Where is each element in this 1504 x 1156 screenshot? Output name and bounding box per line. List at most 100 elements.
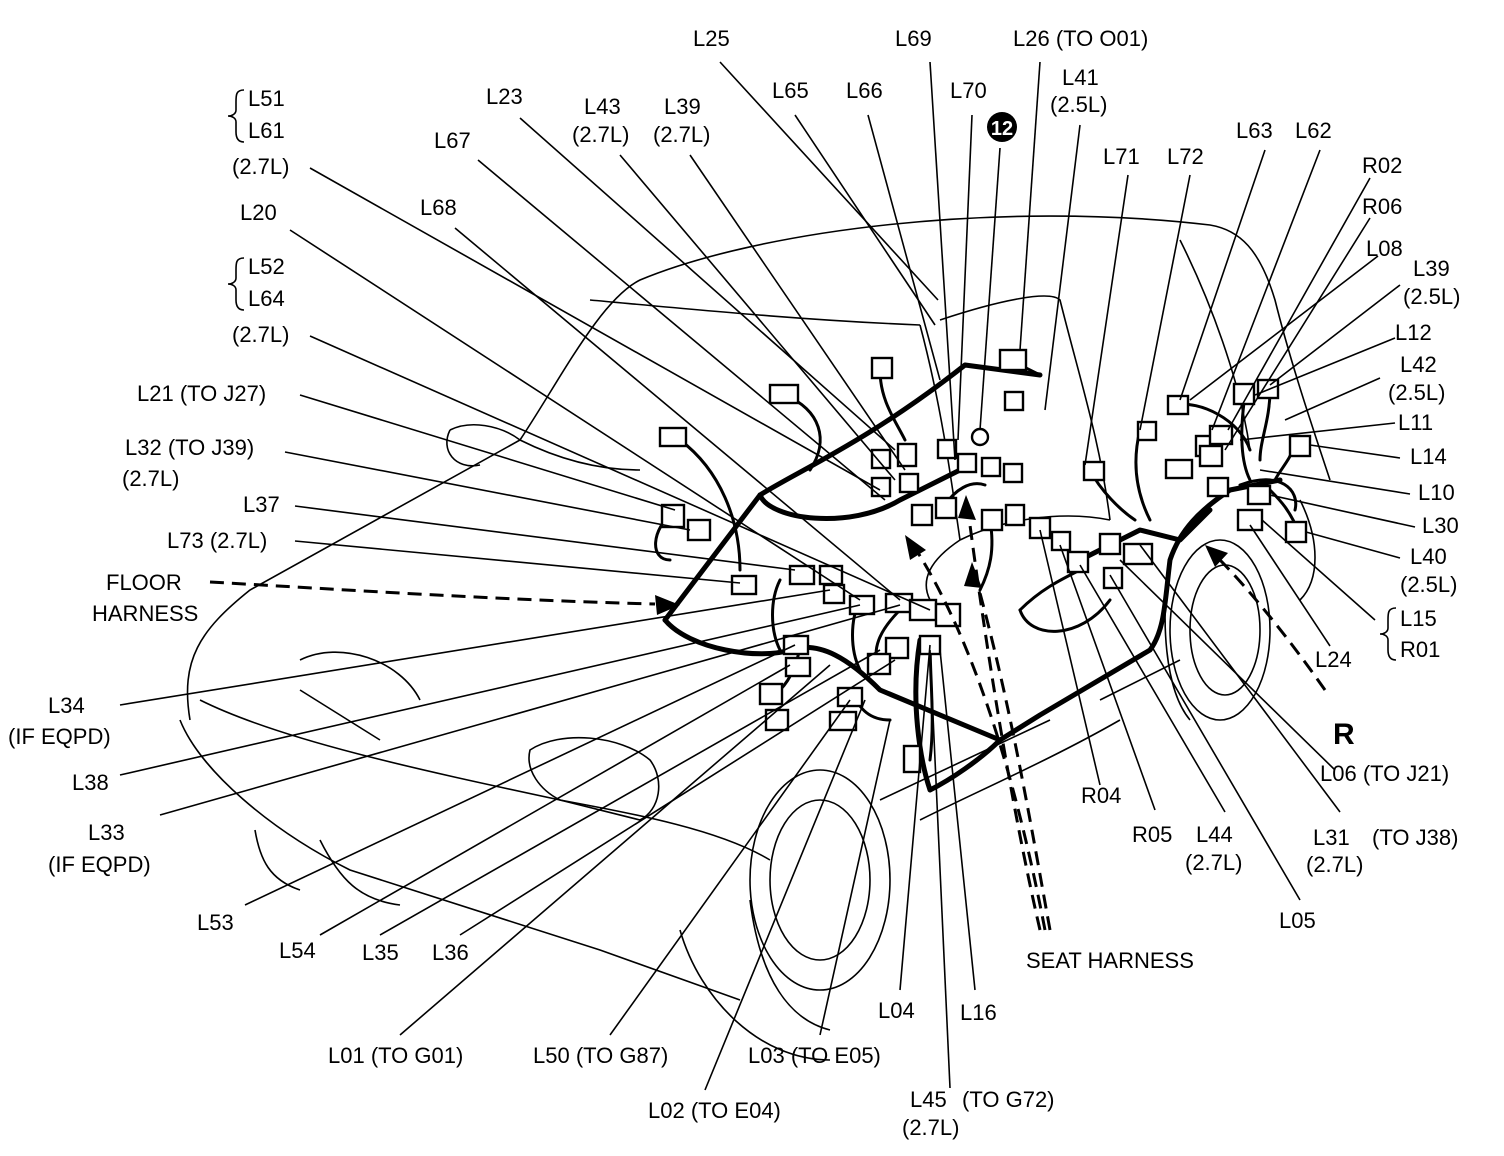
label-L39-27: L39 (664, 94, 701, 119)
label-L68: L68 (420, 195, 457, 220)
label-L45: L45 (910, 1087, 947, 1112)
connector-icon (1166, 394, 1190, 416)
label-R05: R05 (1132, 822, 1172, 847)
label-L31-to: (TO J38) (1372, 825, 1458, 850)
ground-badge-icon (987, 112, 1017, 142)
connector-icon (658, 426, 688, 448)
label-L38: L38 (72, 770, 109, 795)
label-L41: L41 (1062, 65, 1099, 90)
label-L11: L11 (1398, 410, 1433, 435)
label-L08: L08 (1366, 236, 1403, 261)
arrow-head-icon (1205, 545, 1228, 567)
connector-icon (1164, 458, 1194, 480)
connector-icon (870, 356, 894, 380)
label-L40: L40 (1410, 544, 1447, 569)
label-L33-sub: (IF EQPD) (48, 852, 151, 877)
connector-icon (934, 602, 962, 628)
label-L21: L21 (TO J27) (137, 381, 266, 406)
label-L43: L43 (584, 94, 621, 119)
label-L34-sub: (IF EQPD) (8, 724, 111, 749)
connector-icon (1236, 508, 1264, 532)
connector-icon (1246, 484, 1272, 506)
connector-icon (870, 448, 892, 470)
label-L26: L26 (TO O01) (1013, 26, 1148, 51)
label-L36: L36 (432, 940, 469, 965)
label-R-view: R (1333, 718, 1355, 751)
connector-icon (1003, 390, 1025, 412)
connector-icon (956, 452, 978, 474)
label-R02: R02 (1362, 153, 1402, 178)
connector-icon (730, 574, 758, 596)
connector-icon (898, 472, 920, 494)
label-L34: L34 (48, 693, 85, 718)
label-floor-harness-2: HARNESS (92, 601, 198, 626)
label-L10: L10 (1418, 480, 1455, 505)
label-L73: L73 (2.7L) (167, 528, 267, 553)
connector-icon (1102, 566, 1124, 590)
label-L44-sub: (2.7L) (1185, 850, 1242, 875)
connector-icon (788, 564, 816, 586)
label-L16: L16 (960, 1000, 997, 1025)
label-L69: L69 (895, 26, 932, 51)
label-R06: R06 (1362, 194, 1402, 219)
label-R01: R01 (1400, 637, 1440, 662)
connector-icon (1198, 444, 1224, 468)
label-L32: L32 (TO J39) (125, 435, 254, 460)
label-L31: L31 (1313, 825, 1350, 850)
label-seat-harness: SEAT HARNESS (1026, 948, 1194, 973)
label-L53: L53 (197, 910, 234, 935)
connector-icon (1284, 520, 1308, 544)
connector-icon (1098, 532, 1122, 556)
arrow-head-icon (958, 495, 976, 520)
label-L03: L03 (TO E05) (748, 1043, 881, 1068)
label-L65: L65 (772, 78, 809, 103)
label-L51-sub: (2.7L) (232, 154, 289, 179)
label-L72: L72 (1167, 144, 1204, 169)
label-L52: L52 (248, 254, 285, 279)
label-L32-sub: (2.7L) (122, 466, 179, 491)
label-L40-sub: (2.5L) (1400, 572, 1457, 597)
connector-icon (1002, 462, 1024, 484)
label-L39-27-sub: (2.7L) (653, 122, 710, 147)
label-L15: L15 (1400, 606, 1437, 631)
connector-icon (980, 508, 1004, 532)
label-L37: L37 (243, 492, 280, 517)
leader-lines (119, 61, 1416, 1091)
connector-icon (1082, 460, 1106, 482)
connector-icon (1122, 542, 1154, 566)
connector-icon (998, 348, 1028, 372)
label-L23: L23 (486, 84, 523, 109)
label-L42-sub: (2.5L) (1388, 380, 1445, 405)
label-L44: L44 (1196, 822, 1233, 847)
label-L67: L67 (434, 128, 471, 153)
connector-icon (782, 634, 810, 656)
label-L14: L14 (1410, 444, 1447, 469)
label-L05: L05 (1279, 908, 1316, 933)
connector-icon (1136, 420, 1158, 442)
connector-icon (896, 442, 918, 468)
label-L31-sub: (2.7L) (1306, 852, 1363, 877)
label-R04: R04 (1081, 783, 1121, 808)
label-L45-to: (TO G72) (962, 1087, 1055, 1112)
connector-icon (936, 438, 958, 460)
ground-point-12: 12 (987, 112, 1017, 142)
connector-icon (1004, 503, 1026, 527)
label-L02: L02 (TO E04) (648, 1098, 781, 1123)
dashed-arrows (209, 495, 1327, 931)
label-L62: L62 (1295, 118, 1332, 143)
label-L43-sub: (2.7L) (572, 122, 629, 147)
label-L06: L06 (TO J21) (1320, 761, 1449, 786)
label-L70: L70 (950, 78, 987, 103)
label-L30: L30 (1422, 513, 1459, 538)
connector-icon (1232, 382, 1256, 406)
connector-icon (660, 503, 686, 529)
label-L35: L35 (362, 940, 399, 965)
connector-icon (1066, 550, 1090, 574)
label-L61: L61 (248, 118, 285, 143)
connector-icon (970, 427, 990, 447)
label-L51: L51 (248, 86, 285, 111)
label-floor-harness-1: FLOOR (106, 570, 182, 595)
label-L33: L33 (88, 820, 125, 845)
